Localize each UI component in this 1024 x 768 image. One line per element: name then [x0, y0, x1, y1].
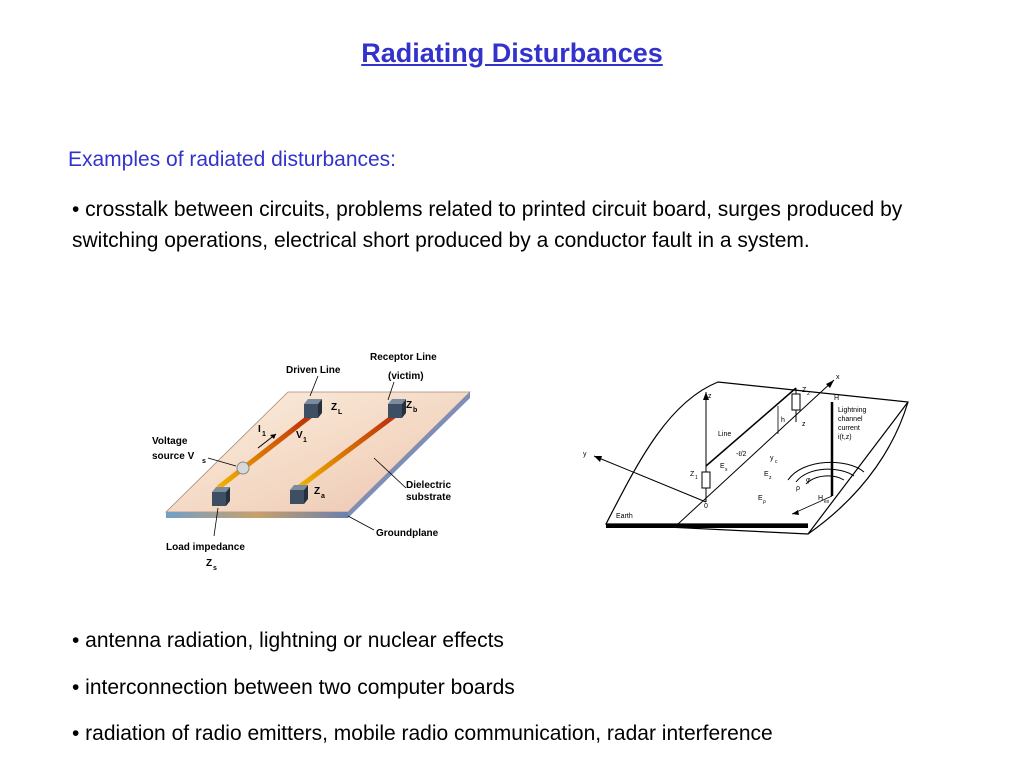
- victim-label: (victim): [388, 371, 424, 382]
- yc-label: y: [770, 455, 774, 462]
- zl-subscript: L: [338, 409, 343, 416]
- receptor-line-label: Receptor Line: [370, 352, 437, 363]
- overhead-line: [705, 387, 797, 467]
- bullet-board-interconnection: • interconnection between two computer b…: [72, 676, 515, 699]
- load-impedance-label: Load impedance: [166, 542, 245, 553]
- y-axis: [593, 455, 707, 503]
- lightning-line-coupling-diagram: x y z Line h z Z 2 Z 1 -ℓ/2 y c E x E z …: [583, 374, 909, 535]
- hex-subscript: ex: [824, 499, 830, 505]
- ex-subscript: x: [725, 467, 728, 473]
- erho-label: E: [758, 495, 763, 502]
- y-label: y: [583, 451, 587, 458]
- voltage-source-vs-label: source V: [152, 451, 195, 462]
- earth-edge: [606, 524, 808, 528]
- current-i1-label: I: [258, 424, 261, 435]
- ex-label: E: [720, 463, 725, 470]
- half-length-label: -ℓ/2: [736, 451, 747, 458]
- crosstalk-pcb-diagram: Driven Line Receptor Line (victim) Volta…: [152, 352, 471, 572]
- bullet-antenna-radiation: • antenna radiation, lightning or nuclea…: [72, 629, 504, 652]
- voltage-v1-subscript: 1: [303, 437, 307, 444]
- impedance-box-zb: [388, 399, 406, 418]
- receptor-line: [296, 408, 404, 490]
- bullet-crosstalk: • crosstalk between circuits, problems r…: [72, 198, 903, 252]
- impedance-box-zs: [212, 487, 230, 506]
- lightning-label-2: channel: [838, 416, 863, 423]
- z-small-label: z: [802, 421, 806, 428]
- za-subscript: a: [321, 493, 325, 500]
- voltage-source-symbol: [236, 461, 250, 475]
- erho-subscript: ρ: [763, 499, 766, 505]
- voltage-source-subscript: s: [202, 458, 206, 465]
- lightning-label-1: Lightning: [838, 407, 867, 414]
- zb-subscript: b: [413, 407, 417, 414]
- zb-label: Z: [406, 400, 412, 411]
- x-axis: [677, 379, 835, 525]
- lightning-label-4: i(t,z): [838, 434, 852, 441]
- driven-line-label: Driven Line: [286, 365, 341, 376]
- impedance-z1: [701, 471, 711, 489]
- voltage-source-label: Voltage: [152, 436, 188, 447]
- impedance-z2: [791, 393, 801, 411]
- lightning-label-3: current: [838, 425, 860, 432]
- h-label: h: [781, 417, 785, 424]
- load-impedance-subscript: s: [213, 565, 217, 572]
- rho-label: ρ: [796, 485, 800, 492]
- substrate-label: substrate: [406, 492, 451, 503]
- z2-label: Z: [802, 387, 807, 394]
- slide-title: Radiating Disturbances: [361, 38, 663, 68]
- line-label: Line: [718, 431, 731, 438]
- driven-line: [216, 408, 320, 490]
- examples-subheading: Examples of radiated disturbances:: [68, 148, 397, 171]
- h-field-label: H: [834, 395, 839, 402]
- origin-label: 0: [704, 503, 708, 510]
- impedance-box-zl: [304, 399, 322, 418]
- z-label: z: [708, 393, 712, 400]
- groundplane-label: Groundplane: [376, 528, 439, 539]
- earth-plane: [605, 381, 909, 535]
- z1-subscript: 1: [695, 475, 698, 481]
- z1-label: Z: [690, 471, 695, 478]
- earth-label: Earth: [616, 513, 633, 520]
- field-arcs: [787, 461, 865, 485]
- groundplane: [166, 512, 348, 518]
- hex-label: H: [818, 495, 823, 502]
- phi-label: φ: [806, 477, 811, 484]
- voltage-v1-label: V: [296, 430, 303, 441]
- x-label: x: [836, 374, 840, 381]
- bullet-radio-emitters: • radiation of radio emitters, mobile ra…: [72, 722, 773, 745]
- dielectric-label: Dielectric: [406, 480, 451, 491]
- z2-subscript: 2: [807, 391, 810, 397]
- ez-subscript: z: [769, 475, 772, 481]
- ez-label: E: [764, 471, 769, 478]
- load-impedance-zs-label: Z: [206, 558, 212, 569]
- za-label: Z: [314, 486, 320, 497]
- impedance-box-za: [290, 485, 308, 504]
- yc-subscript: c: [775, 459, 778, 465]
- current-i1-subscript: 1: [262, 431, 266, 438]
- zl-label: Z: [331, 402, 337, 413]
